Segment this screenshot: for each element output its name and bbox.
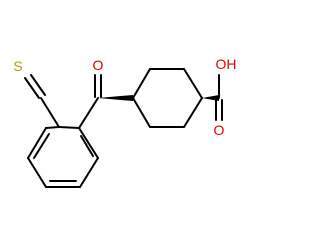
bond <box>79 157 99 188</box>
cyclohexane-ring <box>98 68 203 128</box>
bond <box>58 126 80 129</box>
bond <box>78 127 99 159</box>
benzene-ring <box>27 126 99 188</box>
bond <box>27 127 47 159</box>
bond <box>40 97 60 128</box>
carbonyl-oxygen-label: O <box>214 122 225 138</box>
aromatic-inner-bond <box>33 133 50 159</box>
ketone-oxygen-label: O <box>93 57 104 73</box>
double-bond <box>30 74 46 96</box>
ketone-group <box>78 74 102 129</box>
aromatic-inner-bond <box>80 135 94 157</box>
hydroxyl-label: OH <box>216 56 237 72</box>
bond <box>132 68 151 99</box>
bond <box>183 68 203 99</box>
bond <box>27 157 47 188</box>
bond <box>45 126 60 129</box>
structure-diagram: S O OH O <box>13 56 237 188</box>
bond <box>78 97 99 129</box>
double-bond <box>24 77 40 99</box>
molecule-canvas: S O OH O <box>13 56 237 188</box>
bond <box>183 97 203 128</box>
wedge-bond <box>202 95 219 101</box>
bond <box>132 97 151 128</box>
sulfur-atom-label: S <box>13 58 22 74</box>
thioformyl-group <box>24 74 60 128</box>
carboxylic-acid-group <box>202 74 223 121</box>
wedge-bond <box>98 95 133 101</box>
